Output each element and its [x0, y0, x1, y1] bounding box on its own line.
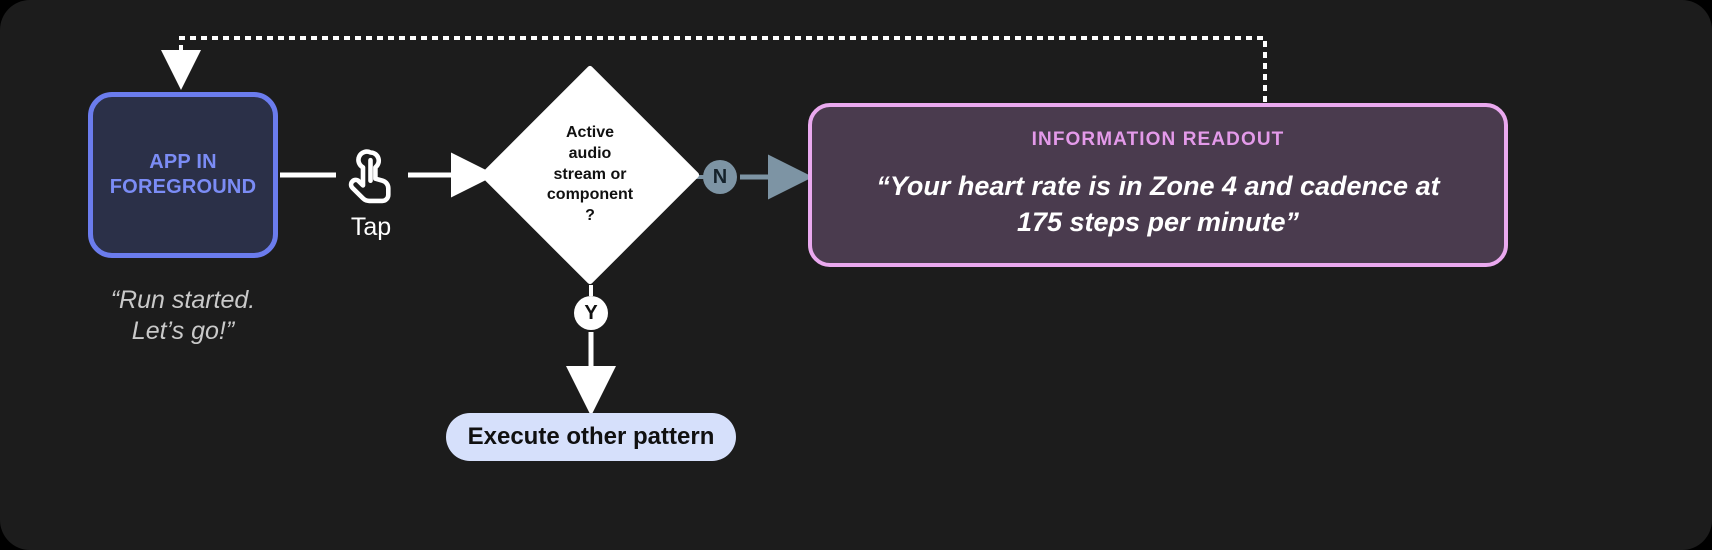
- tap-hand-icon: [348, 149, 391, 204]
- node-decision-active-audio[interactable]: Active audio stream or component ?: [479, 64, 701, 286]
- gesture-tap-label: Tap: [350, 213, 392, 241]
- branch-badge-no: N: [703, 160, 737, 194]
- wire-feedback-loop: [161, 36, 1267, 102]
- node-information-readout[interactable]: INFORMATION READOUT “Your heart rate is …: [808, 103, 1508, 267]
- execute-pill-label: Execute other pattern: [467, 423, 715, 450]
- branch-badge-yes: Y: [574, 296, 608, 330]
- app-node-caption: “Run started. Let’s go!”: [110, 286, 256, 346]
- node-app-in-foreground[interactable]: APP IN FOREGROUND: [88, 92, 278, 258]
- app-node-label: APP IN FOREGROUND: [109, 151, 257, 198]
- branch-badge-no-label: N: [712, 165, 728, 188]
- readout-body: “Your heart rate is in Zone 4 and cadenc…: [876, 171, 1440, 237]
- readout-title: INFORMATION READOUT: [1031, 129, 1285, 151]
- branch-badge-yes-label: Y: [584, 301, 598, 324]
- decision-label: Active audio stream or component ?: [546, 124, 634, 225]
- node-execute-other-pattern[interactable]: Execute other pattern: [446, 413, 736, 461]
- gesture-tap[interactable]: Tap: [338, 148, 404, 240]
